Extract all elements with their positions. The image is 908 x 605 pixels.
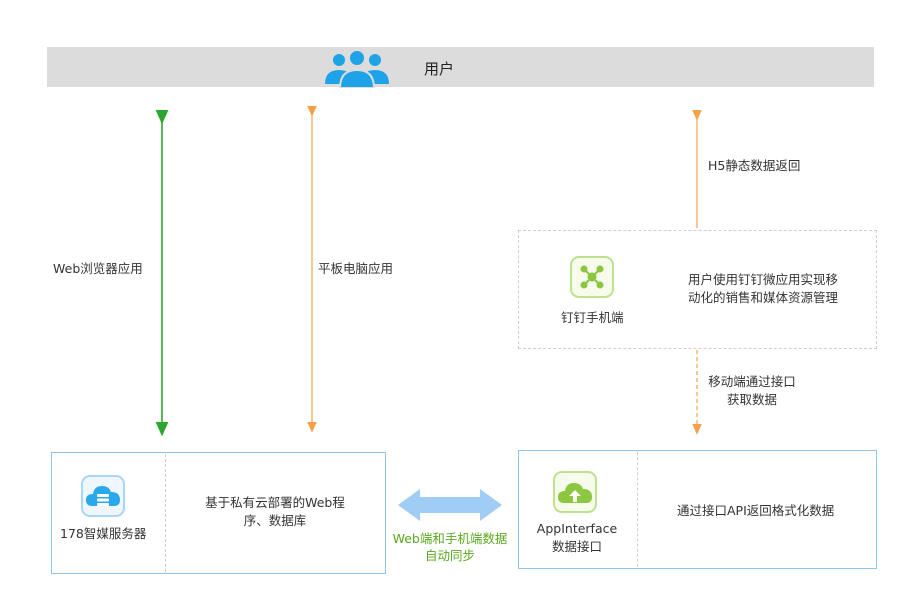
cloud-server-icon — [81, 475, 125, 517]
app-interface-description: 通过接口API返回格式化数据 — [677, 503, 835, 518]
mobile-api-label-line1: 移动端通过接口 — [708, 374, 796, 389]
dingtalk-description: 用户使用钉钉微应用实现移 动化的销售和媒体资源管理 — [688, 271, 838, 307]
web-browser-label: Web浏览器应用 — [53, 261, 143, 276]
server-desc-line1: 基于私有云部署的Web程 — [205, 495, 345, 510]
app-interface-divider — [637, 452, 638, 567]
dingtalk-desc-line2: 动化的销售和媒体资源管理 — [688, 290, 839, 305]
server-divider — [165, 454, 166, 572]
app-interface-name-line2: 数据接口 — [551, 539, 602, 554]
app-interface-name: AppInterface 数据接口 — [527, 520, 627, 556]
app-interface-name-line1: AppInterface — [536, 521, 618, 536]
sync-label-line2: 自动同步 — [424, 548, 475, 563]
mobile-api-label-line2: 获取数据 — [726, 392, 777, 407]
user-bar — [47, 47, 874, 87]
server-desc-line2: 序、数据库 — [243, 513, 307, 528]
server-name: 178智媒服务器 — [60, 526, 147, 541]
users-group-icon — [322, 48, 392, 89]
tablet-label: 平板电脑应用 — [318, 261, 394, 276]
mobile-api-label: 移动端通过接口 获取数据 — [700, 373, 804, 409]
user-label: 用户 — [424, 60, 455, 78]
h5-return-label: H5静态数据返回 — [708, 158, 801, 173]
sync-label: Web端和手机端数据 自动同步 — [385, 530, 515, 564]
sync-label-line1: Web端和手机端数据 — [392, 531, 508, 546]
server-description: 基于私有云部署的Web程 序、数据库 — [180, 494, 370, 530]
dingtalk-name: 钉钉手机端 — [561, 310, 624, 325]
dingtalk-desc-line1: 用户使用钉钉微应用实现移 — [688, 272, 839, 287]
sync-arrow — [398, 489, 502, 521]
cloud-upload-icon — [553, 471, 597, 513]
dingtalk-network-icon — [570, 256, 614, 298]
